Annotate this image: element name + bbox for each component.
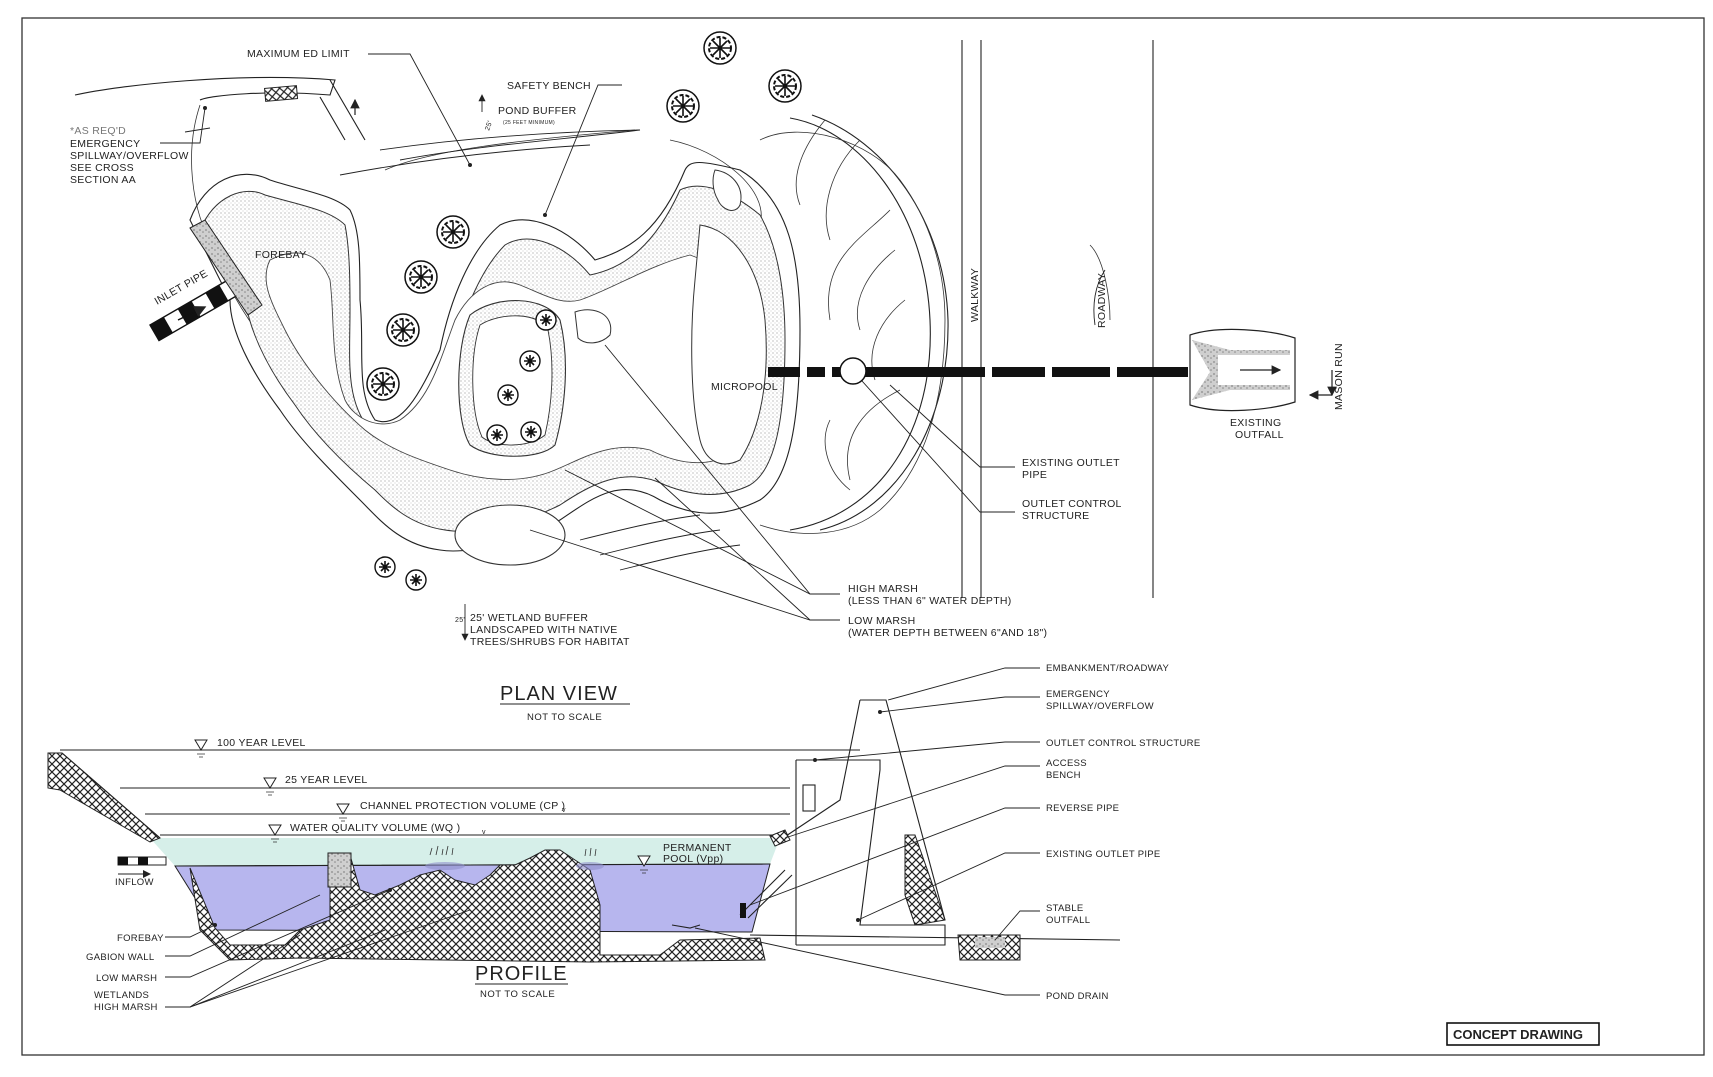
label-profile-forebay: FOREBAY — [117, 933, 164, 944]
label-high-marsh-2: (LESS THAN 6" WATER DEPTH) — [848, 595, 1012, 607]
label-wqv: WATER QUALITY VOLUME (WQ ) — [290, 822, 460, 834]
label-outlet-control-structure: OUTLET CONTROL STRUCTURE — [1046, 738, 1200, 749]
label-low-marsh-2: (WATER DEPTH BETWEEN 6"AND 18") — [848, 627, 1047, 639]
label-micropool: MICROPOOL — [711, 381, 778, 393]
label-profile-existing-outlet-pipe: EXISTING OUTLET PIPE — [1046, 849, 1161, 860]
water-quality-band — [150, 838, 780, 866]
label-wetland-buffer-1: 25' WETLAND BUFFER — [470, 612, 588, 624]
concept-drawing-stamp: CONCEPT DRAWING — [1453, 1027, 1583, 1042]
label-existing-outlet-pipe-2: PIPE — [1022, 469, 1047, 481]
label-existing-outfall-2: OUTFALL — [1235, 429, 1284, 441]
label-outlet-control-2: STRUCTURE — [1022, 510, 1089, 522]
label-permanent-pool-2: POOL (Vpp) — [663, 853, 723, 865]
label-wetland-buffer-2: LANDSCAPED WITH NATIVE — [470, 624, 618, 636]
label-permanent-pool-1: PERMANENT — [663, 842, 732, 854]
label-high-marsh-1: HIGH MARSH — [848, 583, 918, 595]
label-wetlands-1: WETLANDS — [94, 990, 149, 1001]
sheet-border — [21, 17, 1705, 1056]
label-reverse-pipe: REVERSE PIPE — [1046, 803, 1119, 814]
label-access-2: BENCH — [1046, 770, 1081, 781]
label-mason-run: MASON RUN — [1333, 343, 1345, 410]
label-wetlands-2: HIGH MARSH — [94, 1002, 158, 1013]
label-outlet-control-1: OUTLET CONTROL — [1022, 498, 1122, 510]
label-roadway: ROADWAY — [1096, 273, 1108, 328]
concept-drawing-stamp-box — [1446, 1022, 1600, 1046]
label-pond-buffer-note: (25 FEET MINIMUM) — [503, 120, 555, 126]
label-spillway-2: SPILLWAY/OVERFLOW — [70, 150, 189, 162]
label-walkway: WALKWAY — [969, 268, 981, 322]
label-spillway-3: SEE CROSS — [70, 162, 134, 174]
label-emergency-2: SPILLWAY/OVERFLOW — [1046, 701, 1154, 712]
label-25-year-level: 25 YEAR LEVEL — [285, 774, 368, 786]
label-low-marsh-1: LOW MARSH — [848, 615, 915, 627]
label-profile-low-marsh: LOW MARSH — [96, 973, 157, 984]
label-100-year-level: 100 YEAR LEVEL — [217, 737, 306, 749]
label-cpv-sub: v — [562, 807, 566, 814]
plan-view: MAXIMUM ED LIMIT SAFETY BENCH POND BUFFE… — [70, 31, 1345, 723]
label-wetland-buffer-3: TREES/SHRUBS FOR HABITAT — [470, 636, 630, 648]
label-existing-outfall-1: EXISTING — [1230, 417, 1281, 429]
label-pond-drain: POND DRAIN — [1046, 991, 1109, 1002]
label-cpv: CHANNEL PROTECTION VOLUME (CP ) — [360, 800, 565, 812]
plan-view-title: PLAN VIEW — [500, 683, 618, 705]
label-spillway-1: EMERGENCY — [70, 138, 140, 150]
label-wqv-sub: v — [482, 829, 486, 836]
label-gabion-wall: GABION WALL — [86, 952, 154, 963]
label-existing-outlet-pipe-1: EXISTING OUTLET — [1022, 457, 1120, 469]
label-as-reqd: *AS REQ'D — [70, 125, 126, 137]
profile-scale-note: NOT TO SCALE — [480, 989, 555, 1000]
profile-view: 100 YEAR LEVEL 25 YEAR LEVEL CHANNEL PRO… — [47, 663, 1200, 1013]
label-embankment: EMBANKMENT/ROADWAY — [1046, 663, 1169, 674]
label-emergency-1: EMERGENCY — [1046, 689, 1110, 700]
profile-title: PROFILE — [475, 963, 568, 985]
label-wetland-dim: 25' — [455, 617, 465, 624]
label-safety-bench: SAFETY BENCH — [507, 80, 591, 92]
label-forebay: FOREBAY — [255, 249, 307, 261]
plan-view-scale-note: NOT TO SCALE — [527, 712, 602, 723]
label-access-1: ACCESS — [1046, 758, 1087, 769]
label-stable-2: OUTFALL — [1046, 915, 1090, 926]
label-pond-buffer: POND BUFFER — [498, 105, 577, 117]
label-pond-buffer-dim: 25' — [484, 120, 494, 132]
label-maximum-ed-limit: MAXIMUM ED LIMIT — [247, 48, 350, 60]
label-stable-1: STABLE — [1046, 903, 1084, 914]
label-spillway-4: SECTION AA — [70, 174, 136, 186]
label-inflow: INFLOW — [115, 877, 154, 888]
